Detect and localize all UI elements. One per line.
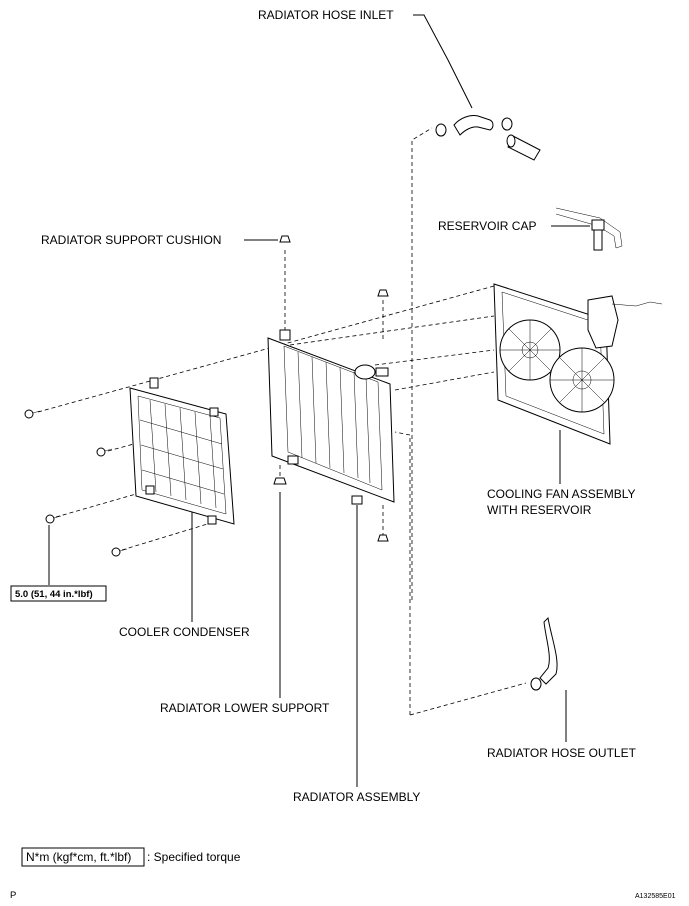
- leader-hose-inlet: [413, 14, 473, 109]
- cooling-fan-assembly-part: [493, 283, 663, 445]
- radiator-hose-inlet-part: [435, 115, 541, 161]
- bolt-parts: [24, 409, 128, 557]
- footer-page-letter: P: [10, 890, 16, 901]
- legend-text: : Specified torque: [147, 850, 241, 864]
- label-cooler-condenser: COOLER CONDENSER: [119, 625, 250, 639]
- legend-unit-box: [21, 847, 145, 867]
- footer-figure-id: A132585E01: [635, 893, 676, 900]
- support-cushion-parts: [273, 235, 389, 542]
- alignment-lines: [37, 127, 527, 716]
- label-radiator-support-cushion: RADIATOR SUPPORT CUSHION: [41, 233, 221, 247]
- label-cooling-fan-line2: WITH RESERVOIR: [487, 503, 592, 517]
- radiator-assembly-part: [267, 329, 395, 505]
- label-radiator-hose-inlet: RADIATOR HOSE INLET: [258, 8, 394, 22]
- radiator-hose-outlet-part: [530, 616, 558, 691]
- cooler-condenser-part: [129, 377, 235, 525]
- torque-spec-value: 5.0 (51, 44 in.*lbf): [15, 589, 93, 600]
- label-radiator-hose-outlet: RADIATOR HOSE OUTLET: [487, 746, 637, 760]
- label-cooling-fan-line1: COOLING FAN ASSEMBLY: [487, 487, 636, 501]
- reservoir-cap-part: [555, 207, 623, 251]
- label-radiator-lower-support: RADIATOR LOWER SUPPORT: [160, 701, 330, 715]
- legend-unit: N*m (kgf*cm, ft.*lbf): [26, 850, 131, 864]
- torque-spec-box: [10, 585, 107, 602]
- label-radiator-assembly: RADIATOR ASSEMBLY: [293, 790, 420, 804]
- label-reservoir-cap: RESERVOIR CAP: [438, 219, 536, 233]
